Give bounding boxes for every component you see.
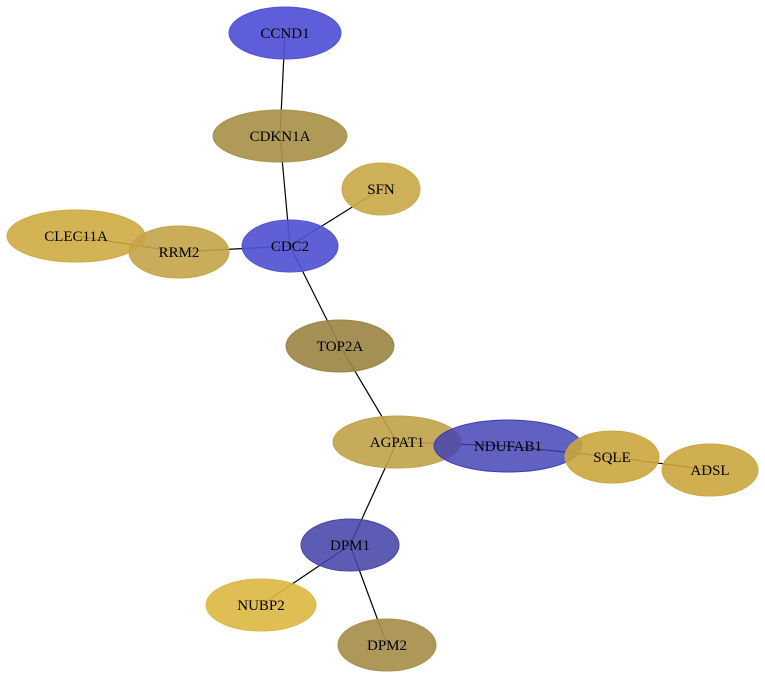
node-sqle: SQLE	[564, 430, 660, 484]
node-label-clec11a: CLEC11A	[44, 229, 108, 245]
node-shape-rrm2	[128, 225, 230, 279]
node-label-ndufab1: NDUFAB1	[474, 439, 542, 455]
node-shape-nubp2	[205, 578, 317, 632]
node-shape-cdc2	[241, 219, 339, 273]
node-label-ccnd1: CCND1	[260, 26, 309, 42]
node-ccnd1: CCND1	[228, 6, 342, 60]
node-nubp2: NUBP2	[205, 578, 317, 632]
node-label-dpm2: DPM2	[367, 638, 407, 654]
node-label-cdkn1a: CDKN1A	[250, 129, 311, 145]
node-label-sqle: SQLE	[593, 450, 631, 466]
node-shape-ccnd1	[228, 6, 342, 60]
node-top2a: TOP2A	[285, 319, 395, 373]
node-label-nubp2: NUBP2	[237, 598, 285, 614]
node-label-sfn: SFN	[367, 182, 395, 198]
node-shape-dpm2	[337, 618, 437, 672]
node-adsl: ADSL	[661, 443, 759, 497]
node-cdc2: CDC2	[241, 219, 339, 273]
node-shape-adsl	[661, 443, 759, 497]
node-ndufab1: NDUFAB1	[433, 419, 583, 473]
node-label-adsl: ADSL	[690, 463, 729, 479]
node-shape-sqle	[564, 430, 660, 484]
node-dpm1: DPM1	[300, 518, 400, 572]
node-sfn: SFN	[341, 162, 421, 216]
node-rrm2: RRM2	[128, 225, 230, 279]
node-agpat1: AGPAT1	[332, 415, 462, 469]
node-cdkn1a: CDKN1A	[212, 109, 348, 163]
node-label-dpm1: DPM1	[330, 538, 370, 554]
node-label-rrm2: RRM2	[159, 245, 200, 261]
node-shape-cdkn1a	[212, 109, 348, 163]
node-label-cdc2: CDC2	[271, 239, 309, 255]
node-label-agpat1: AGPAT1	[370, 435, 424, 451]
node-label-top2a: TOP2A	[317, 339, 364, 355]
node-dpm2: DPM2	[337, 618, 437, 672]
node-shape-top2a	[285, 319, 395, 373]
node-clec11a: CLEC11A	[6, 209, 146, 263]
node-shape-sfn	[341, 162, 421, 216]
node-shape-dpm1	[300, 518, 400, 572]
